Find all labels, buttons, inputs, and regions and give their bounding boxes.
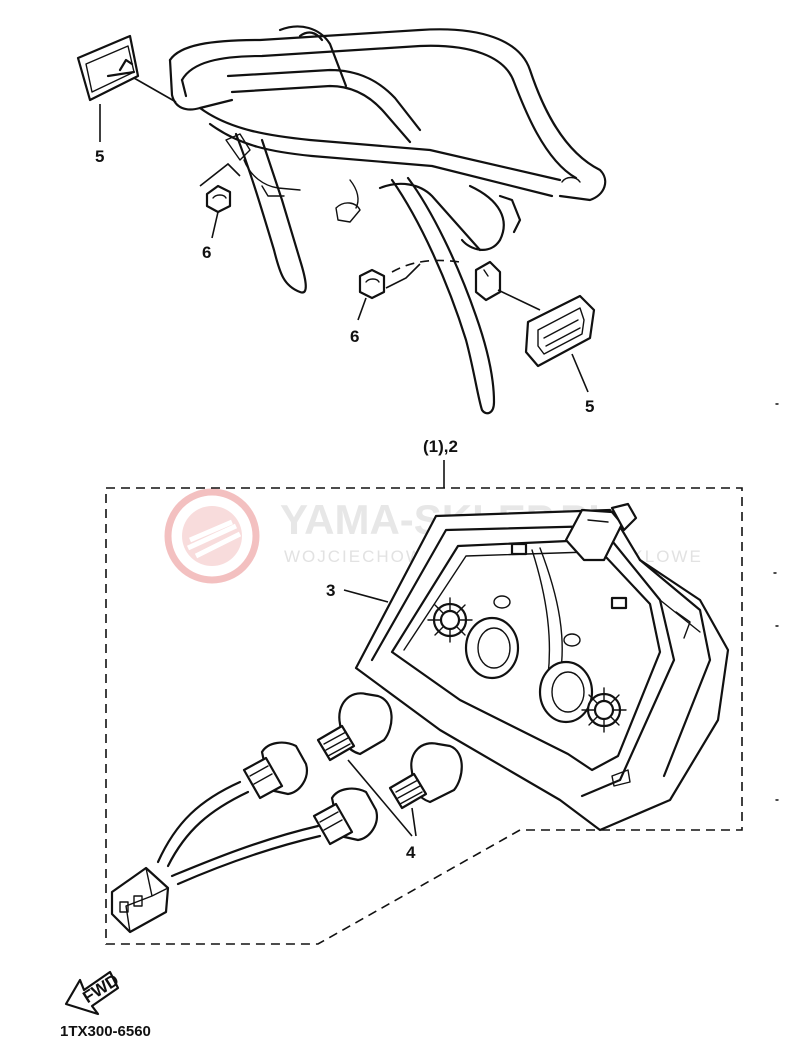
reflector-rear-right: 5 xyxy=(497,289,596,416)
wiring-harness xyxy=(110,741,378,934)
callout-assembly: (1),2 xyxy=(423,437,458,456)
callout-nut-left: 6 xyxy=(202,243,211,262)
callout-reflector-rear-right: 5 xyxy=(585,397,594,416)
bulb-lower xyxy=(388,742,463,810)
fwd-arrow-icon: FWD xyxy=(64,970,122,1016)
watermark-logo-icon xyxy=(164,488,260,584)
rear-frame xyxy=(168,25,607,415)
tail-light-housing: 3 xyxy=(326,502,730,832)
callout-lens-housing: 3 xyxy=(326,581,335,600)
fwd-label: FWD xyxy=(79,970,122,1007)
callout-nut-right: 6 xyxy=(350,327,359,346)
gear-left-icon xyxy=(427,597,473,643)
bulb-upper xyxy=(316,692,393,762)
callout-reflector-rear-left: 5 xyxy=(95,147,104,166)
nut-right: 6 xyxy=(350,263,421,346)
assembly-boundary xyxy=(105,487,743,945)
gear-right-icon xyxy=(581,687,627,733)
callout-bulbs: 4 xyxy=(406,843,416,862)
reflector-rear-left: 5 xyxy=(76,34,177,166)
nut-left: 6 xyxy=(199,162,241,262)
drawing-code: 1TX300-6560 xyxy=(60,1023,151,1040)
